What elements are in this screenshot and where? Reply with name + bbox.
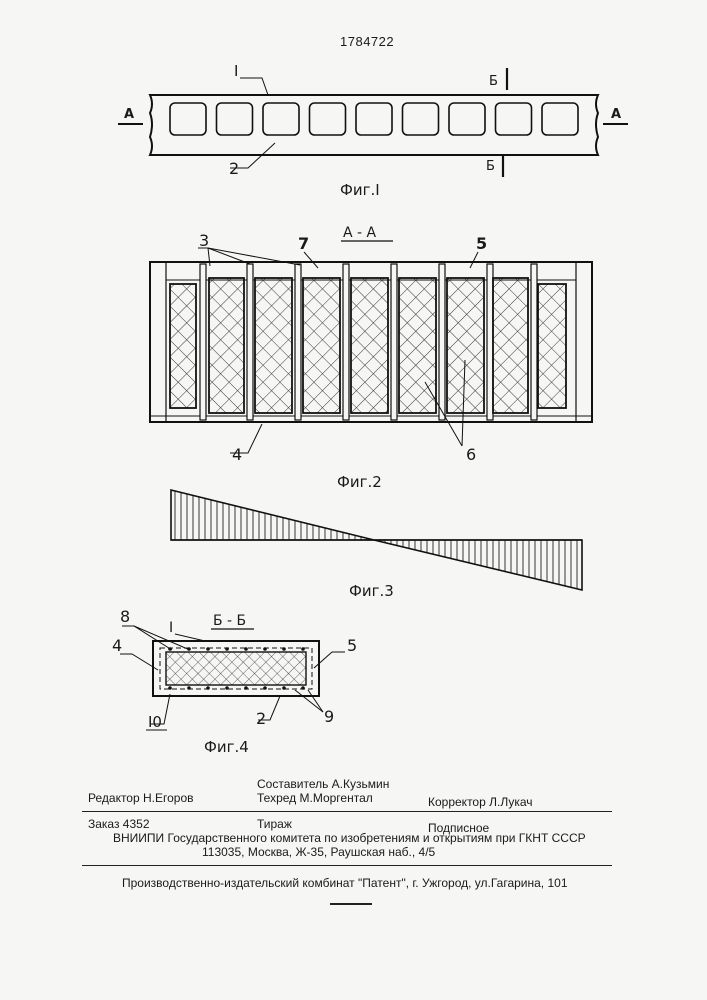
fig1-hollow-core	[310, 103, 346, 135]
compiler-credit: Составитель А.Кузьмин	[257, 777, 389, 791]
fig4-rebar	[244, 686, 248, 690]
fig2-label-6: 6	[466, 445, 476, 464]
imprint-rule-top	[82, 811, 612, 812]
order-number: Заказ 4352	[88, 817, 150, 831]
fig4-rebar	[187, 686, 191, 690]
fig4-rebar	[206, 686, 210, 690]
patent-drawing: I 2 А А Б Б Фиг.I А - А 3 7 5 4 6 Фиг.2	[0, 0, 707, 780]
fig4-label-4: 4	[112, 636, 122, 655]
fig2-rib	[343, 264, 349, 420]
fig4-rebar	[244, 647, 248, 651]
fig4-rebar	[301, 647, 305, 651]
fig2-insulation-cell	[255, 278, 292, 413]
techred-credit: Техред М.Моргентал	[257, 791, 373, 805]
fig2-insulation-cell	[351, 278, 388, 413]
fig1-hollow-core	[542, 103, 578, 135]
fig2-label-5: 5	[476, 234, 487, 253]
fig1-section-a-left: А	[124, 107, 134, 122]
fig4-rebar	[301, 686, 305, 690]
fig2-rib	[200, 264, 206, 420]
fig1-section-b-top: Б	[489, 74, 498, 89]
fig4-section-title: Б - Б	[213, 613, 246, 629]
fig4-rebar	[225, 647, 229, 651]
fig1-caption: Фиг.I	[340, 181, 380, 199]
fig2-rib	[391, 264, 397, 420]
fig4-rebar	[206, 647, 210, 651]
fig2-caption: Фиг.2	[337, 473, 382, 491]
fig2-insulation-cell	[493, 278, 528, 413]
fig4-label-2: 2	[256, 709, 266, 728]
fig4-rebar	[282, 647, 286, 651]
fig2-insulation-cells	[170, 278, 566, 413]
fig2-label-3: 3	[199, 231, 209, 250]
fig2-section-title: А - А	[343, 225, 377, 241]
fig4-rebar	[225, 686, 229, 690]
fig1-section-b-bottom: Б	[486, 159, 495, 174]
fig4-label-9: 9	[324, 707, 334, 726]
fig4-rebar	[263, 686, 267, 690]
imprint-rule-middle	[82, 865, 612, 866]
fig4-label-5: 5	[347, 636, 357, 655]
end-rule	[330, 903, 372, 905]
fig2-insulation-cell	[538, 284, 566, 408]
fig1-section-a-right: А	[611, 107, 621, 122]
publisher: Производственно-издательский комбинат "П…	[122, 876, 568, 890]
fig2-section: А - А 3 7 5 4 6 Фиг.2	[150, 225, 592, 491]
fig1-hollow-core	[449, 103, 485, 135]
fig4-rebar	[282, 686, 286, 690]
institute-name: ВНИИПИ Государственного комитета по изоб…	[113, 831, 586, 845]
fig1-slab: I 2 А А Б Б Фиг.I	[118, 62, 628, 199]
fig3-caption: Фиг.3	[349, 582, 394, 600]
corrector-credit: Корректор Л.Лукач	[428, 795, 533, 809]
fig2-insulation-cell	[447, 278, 484, 413]
fig3-diagram: Фиг.3	[171, 490, 582, 600]
fig4-caption: Фиг.4	[204, 738, 249, 756]
fig1-hollow-core	[263, 103, 299, 135]
fig4-rebar	[263, 647, 267, 651]
fig2-label-7: 7	[298, 234, 309, 253]
fig2-insulation-cell	[209, 278, 244, 413]
editor-credit: Редактор Н.Егоров	[88, 791, 194, 805]
fig4-rebar	[168, 686, 172, 690]
fig2-rib	[247, 264, 253, 420]
fig1-label-I: I	[234, 62, 238, 80]
fig1-hollow-core	[356, 103, 392, 135]
fig2-rib	[531, 264, 537, 420]
fig2-insulation-cell	[170, 284, 196, 408]
fig1-hollow-cores	[170, 103, 578, 135]
fig1-hollow-core	[217, 103, 253, 135]
fig1-hollow-core	[403, 103, 439, 135]
fig1-hollow-core	[496, 103, 532, 135]
fig1-label-2: 2	[229, 159, 239, 178]
fig4-label-I: I	[169, 620, 173, 636]
fig4-section: Б - Б 8 I 4 5 I0 2 9 Фиг.4	[112, 607, 357, 756]
fig4-label-10: I0	[148, 713, 162, 731]
fig2-insulation-cell	[399, 278, 436, 413]
institute-address: 113035, Москва, Ж-35, Раушская наб., 4/5	[202, 845, 435, 859]
circulation: Тираж	[257, 817, 292, 831]
fig2-rib	[295, 264, 301, 420]
fig2-insulation-cell	[303, 278, 340, 413]
fig2-rib	[439, 264, 445, 420]
fig4-label-8: 8	[120, 607, 130, 626]
fig2-label-4: 4	[232, 445, 242, 464]
fig1-hollow-core	[170, 103, 206, 135]
